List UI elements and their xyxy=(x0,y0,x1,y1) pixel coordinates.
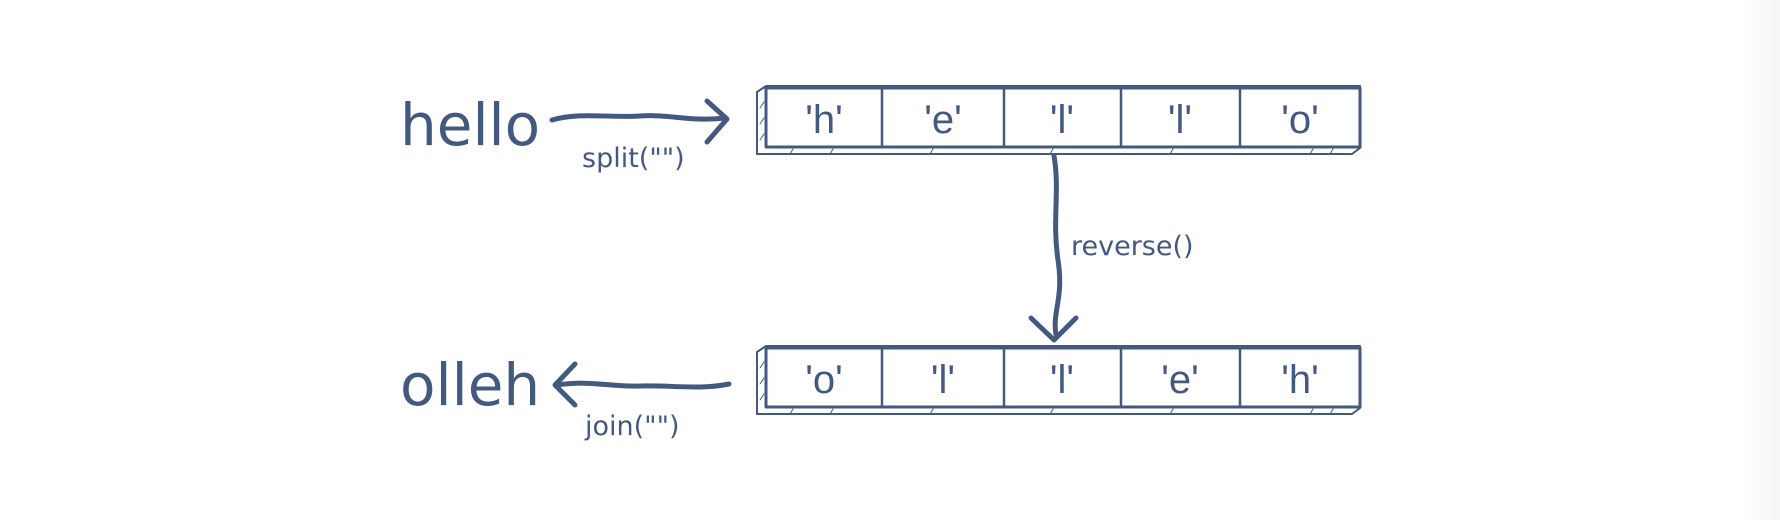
bottom-array-cell-4: 'h' xyxy=(1281,358,1319,402)
join-arrow xyxy=(552,361,732,408)
bottom-array-cell-2: 'l' xyxy=(1050,358,1074,402)
output-word: olleh xyxy=(400,351,540,419)
bottom-array-cell-1: 'l' xyxy=(931,358,955,402)
top-array-cell-2: 'l' xyxy=(1050,98,1074,142)
bottom-array-cell-0: 'o' xyxy=(805,358,843,402)
top-array-cell-4: 'o' xyxy=(1281,98,1319,142)
join-label: join("") xyxy=(584,411,680,442)
bottom-array xyxy=(756,345,1362,415)
reverse-arrow xyxy=(1028,153,1079,343)
top-array-cell-0: 'h' xyxy=(805,98,843,142)
top-array-cell-3: 'l' xyxy=(1168,98,1192,142)
split-label: split("") xyxy=(582,143,685,174)
bottom-array-cell-3: 'e' xyxy=(1161,358,1199,402)
reverse-label: reverse() xyxy=(1071,231,1194,262)
top-array-cell-1: 'e' xyxy=(924,98,962,142)
input-word: hello xyxy=(400,91,540,159)
split-arrow xyxy=(549,98,730,145)
